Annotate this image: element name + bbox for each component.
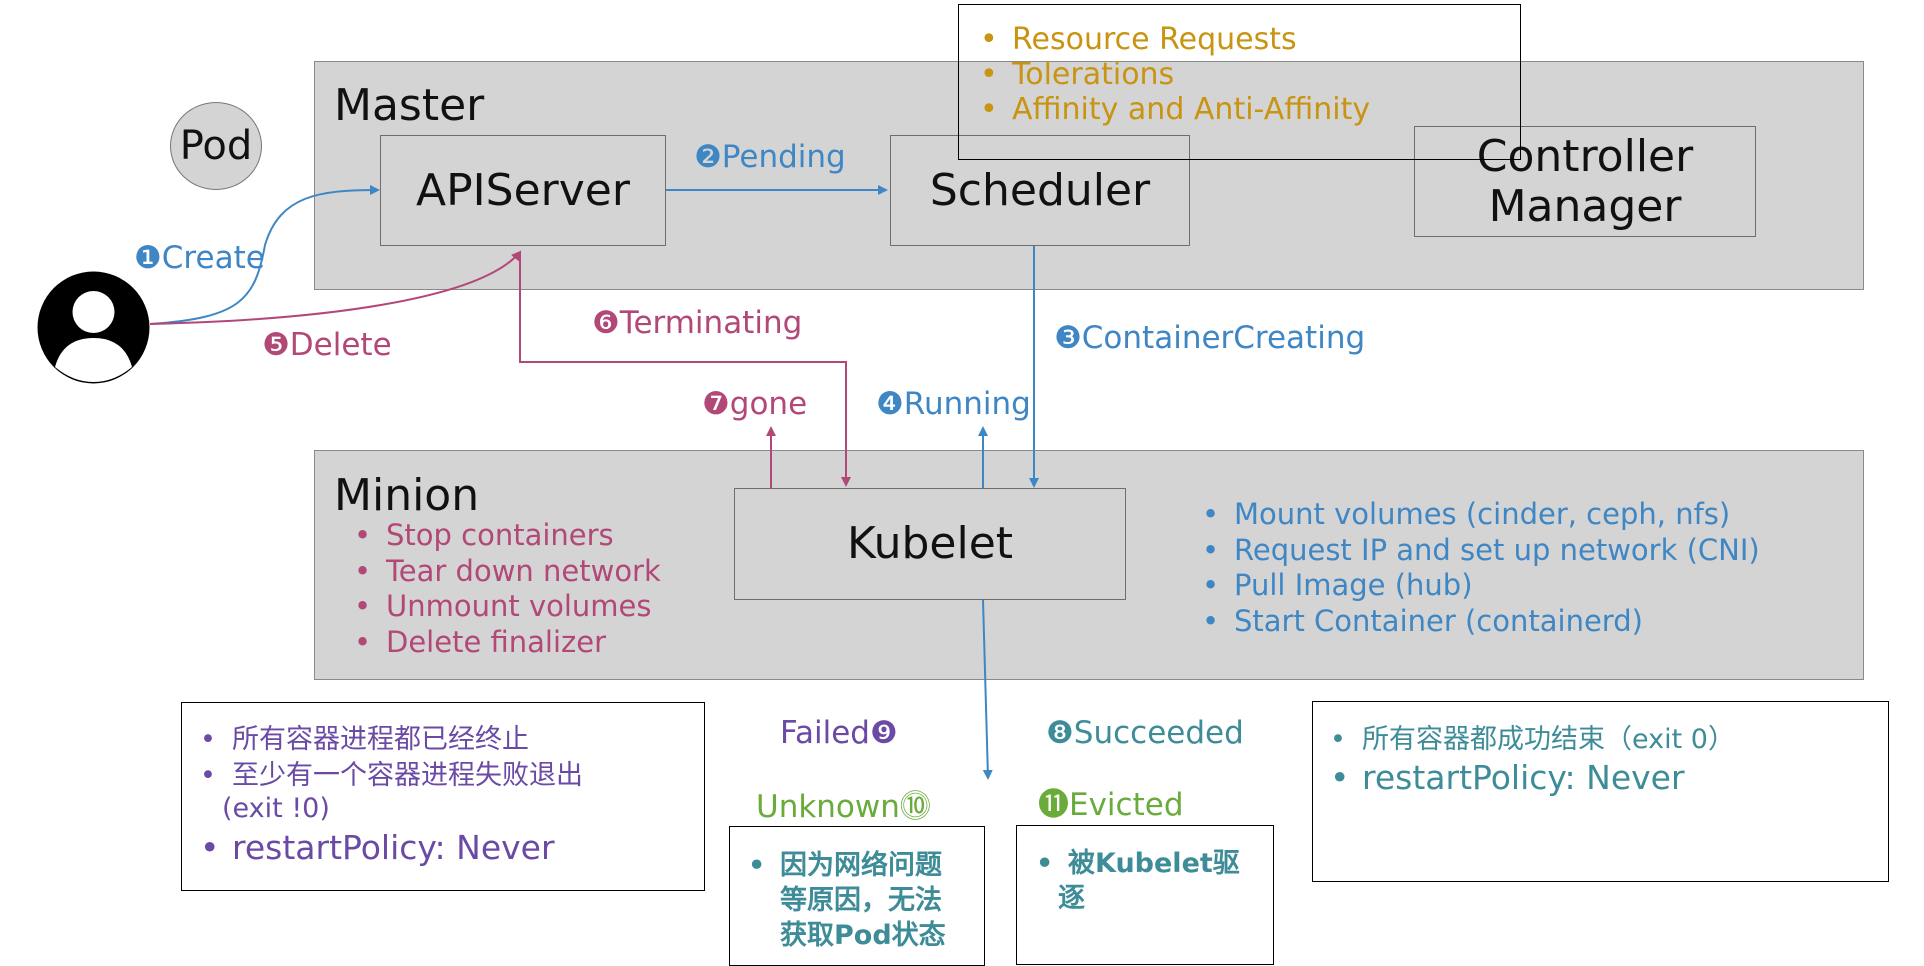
unknown-label: Unknown⓾ (756, 789, 931, 825)
controller-manager-box[interactable]: Controller Manager (1414, 126, 1756, 237)
start-step-item: Pull Image (hub) (1200, 568, 1760, 604)
delete-label: ❺Delete (262, 327, 392, 363)
succeeded-label: ❽Succeeded (1046, 715, 1244, 751)
unknown-note-text: • 因为网络问题 等原因，无法 获取Pod状态 (748, 850, 946, 951)
create-label: ❶Create (134, 240, 265, 276)
stop-step-item: Unmount volumes (352, 589, 661, 625)
pending-label: ❷Pending (694, 139, 846, 175)
scheduler-criteria-box (958, 4, 1521, 160)
stop-step-item: Stop containers (352, 518, 661, 554)
evicted-note-text: • 被Kubelet驱 逐 (1036, 848, 1240, 914)
evicted-note-line: 逐 (1058, 883, 1085, 914)
criteria-item: Tolerations (978, 57, 1370, 92)
user-avatar-icon (37, 271, 150, 384)
master-title: Master (334, 80, 485, 131)
start-steps-list: Mount volumes (cinder, ceph, nfs) Reques… (1200, 497, 1760, 639)
container-creating-label: ❸ContainerCreating (1054, 320, 1366, 356)
failed-note-item: 所有容器进程都已经终止 (198, 722, 583, 758)
terminating-label: ❻Terminating (592, 305, 803, 341)
stop-steps-list: Stop containers Tear down network Unmoun… (352, 518, 661, 660)
minion-title: Minion (334, 470, 480, 521)
unknown-note-line: 因为网络问题 (780, 850, 942, 881)
pod-circle: Pod (170, 102, 262, 190)
start-step-item: Request IP and set up network (CNI) (1200, 533, 1760, 569)
criteria-item: Affinity and Anti-Affinity (978, 92, 1370, 127)
unknown-note-line: 获取Pod状态 (780, 920, 946, 951)
stop-step-item: Tear down network (352, 554, 661, 590)
controller-manager-line-2: Manager (1488, 180, 1682, 232)
failed-note-list: 所有容器进程都已经终止 至少有一个容器进程失败退出 (198, 722, 583, 794)
scheduler-box[interactable]: Scheduler (890, 135, 1190, 246)
evicted-note-line: 被Kubelet驱 (1068, 848, 1240, 879)
failed-note-policy: restartPolicy: Never (198, 826, 555, 870)
pod-label: Pod (179, 123, 253, 169)
apiserver-box[interactable]: APIServer (380, 135, 666, 246)
succeeded-note-list: 所有容器都成功结束（exit 0） (1328, 722, 1735, 758)
running-label: ❹Running (876, 386, 1031, 422)
criteria-item: Resource Requests (978, 22, 1370, 57)
failed-note-item: 至少有一个容器进程失败退出 (198, 758, 583, 794)
failed-note-policy-list: restartPolicy: Never (198, 826, 555, 870)
start-step-item: Start Container (containerd) (1200, 604, 1760, 640)
start-step-item: Mount volumes (cinder, ceph, nfs) (1200, 497, 1760, 533)
stop-step-item: Delete finalizer (352, 625, 661, 661)
scheduler-criteria-list: Resource Requests Tolerations Affinity a… (978, 22, 1370, 127)
kubelet-box[interactable]: Kubelet (734, 488, 1126, 600)
evicted-label: ⓫Evicted (1038, 787, 1184, 823)
unknown-note-line: 等原因，无法 (780, 885, 942, 916)
failed-note-exit: (exit !0) (222, 793, 330, 824)
succeeded-note-policy: restartPolicy: Never (1328, 756, 1685, 800)
evicted-note (1016, 825, 1274, 965)
succeeded-note-policy-list: restartPolicy: Never (1328, 756, 1685, 800)
gone-label: ❼gone (702, 386, 808, 422)
controller-manager-line-1: Controller (1476, 130, 1694, 182)
succeeded-note-item: 所有容器都成功结束（exit 0） (1328, 722, 1735, 758)
failed-label: Failed❾ (780, 715, 898, 751)
